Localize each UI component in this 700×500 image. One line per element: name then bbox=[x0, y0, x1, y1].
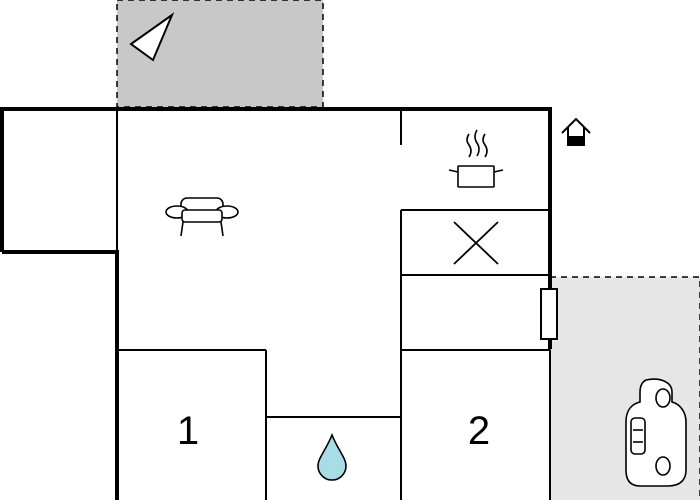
cooking-pot-icon bbox=[448, 129, 504, 188]
door-marker bbox=[540, 288, 558, 340]
room-number-2: 2 bbox=[468, 409, 490, 453]
house-icon bbox=[561, 117, 591, 146]
room-number-1: 1 bbox=[177, 409, 199, 453]
interior-walls bbox=[116, 109, 551, 500]
water-drop-icon bbox=[317, 432, 347, 481]
car-icon bbox=[625, 378, 687, 487]
compass-arrow-icon bbox=[129, 12, 175, 62]
x-mark-icon bbox=[453, 221, 499, 265]
sofa-icon bbox=[165, 197, 239, 237]
